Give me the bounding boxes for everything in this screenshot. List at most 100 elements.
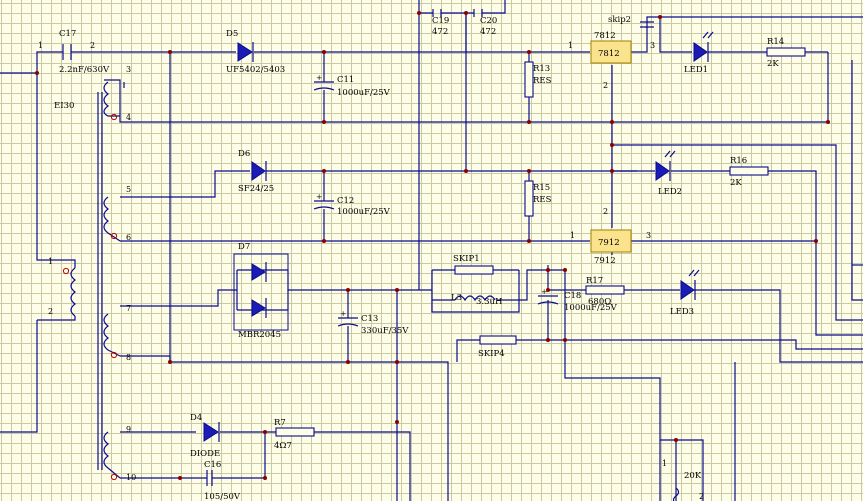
led-led2: LED2 — [655, 150, 682, 197]
pot-pin2: 2 — [699, 492, 704, 501]
r14-ref: R14 — [767, 37, 784, 47]
d5-ref: D5 — [226, 29, 238, 39]
pin-tr-8: 8 — [126, 353, 131, 362]
skip2-ref: skip2 — [608, 15, 631, 25]
d4-value: DIODE — [190, 449, 220, 459]
potentiometer-20k: 1 20K 2 — [662, 459, 704, 501]
transformer-ref: EI30 — [54, 101, 74, 111]
r13-ref: R13 — [533, 64, 550, 74]
capacitor-c16: C16 105/50V — [204, 460, 241, 501]
svg-text:+: + — [541, 287, 547, 296]
resistor-r7: R7 4Ω7 — [274, 418, 315, 451]
r17-value: 680Ω — [588, 297, 611, 307]
svg-text:+: + — [316, 73, 322, 82]
r15-ref: R15 — [533, 183, 550, 193]
regulator-7812: 7812 7812 1 2 3 — [568, 31, 655, 90]
c11-value: 1000uF/25V — [337, 88, 391, 98]
c20-value: 472 — [480, 27, 496, 37]
led-led3: LED3 — [670, 269, 700, 317]
u7912-pin3: 3 — [646, 231, 651, 240]
capacitor-c12: + C12 1000uF/25V — [313, 192, 391, 217]
c13-value: 330uF/35V — [361, 326, 409, 336]
led2-ref: LED2 — [658, 187, 682, 197]
regulator-7912: 7912 7912 1 2 3 — [570, 207, 651, 266]
pin-tr-10: 10 — [126, 473, 136, 482]
resistor-r16: R16 2K — [729, 156, 769, 188]
r14-value: 2K — [767, 59, 779, 69]
r16-value: 2K — [730, 178, 742, 188]
pin-tr-4: 4 — [126, 113, 131, 122]
u7812-pin2: 2 — [603, 81, 608, 90]
c16-ref: C16 — [204, 460, 221, 470]
junctions — [35, 11, 830, 480]
c19-ref: C19 — [432, 16, 449, 26]
diode-d5: D5 UF5402/5403 — [226, 29, 285, 75]
u7912-pin2: 2 — [603, 207, 608, 216]
r13-value: RES — [533, 76, 552, 86]
pot-pin1: 1 — [662, 459, 667, 468]
u7912-pin1: 1 — [570, 231, 575, 240]
diode-d7: D7 MBR2045 — [233, 242, 289, 340]
c19-value: 472 — [432, 27, 448, 37]
led-led1: LED1 — [684, 31, 714, 75]
resistor-r14: R14 2K — [766, 37, 806, 69]
u7812-ref: 7812 — [594, 31, 616, 41]
resistor-r17: R17 680Ω — [585, 276, 625, 307]
resistor-skip1: SKIP1 — [453, 254, 494, 275]
pin-tr-6: 6 — [126, 233, 131, 242]
resistor-r15: R15 RES — [524, 180, 552, 217]
skip1-ref: SKIP1 — [453, 254, 480, 264]
d4-ref: D4 — [190, 413, 202, 423]
pin-tr-5: 5 — [126, 185, 131, 194]
c13-ref: C13 — [361, 314, 378, 324]
c18-value: 1000uF/25V — [564, 303, 618, 313]
c18-ref: C18 — [564, 291, 581, 301]
r7-value: 4Ω7 — [274, 441, 292, 451]
pin-tr-3: 3 — [126, 65, 131, 74]
u7912-ref: 7912 — [594, 256, 616, 266]
pin-c17-1: 1 — [38, 41, 43, 50]
c17-ref: C17 — [59, 29, 76, 39]
diode-d6: D6 SF24/25 — [238, 149, 274, 194]
d7-value: MBR2045 — [238, 330, 281, 340]
pin-tr-p1: 1 — [48, 257, 53, 266]
u7812-pin1: 1 — [568, 41, 573, 50]
pin-tr-7: 7 — [126, 304, 131, 313]
pin-c17-2: 2 — [90, 41, 95, 50]
u7812-pin3: 3 — [650, 41, 655, 50]
capacitor-c13: + C13 330uF/35V — [337, 309, 409, 336]
svg-text:+: + — [340, 309, 346, 318]
l3-ref: L3 — [451, 293, 462, 303]
capacitor-c19: C19 472 — [432, 16, 449, 37]
r15-value: RES — [533, 195, 552, 205]
capacitor-c18: + C18 1000uF/25V — [537, 287, 618, 313]
c16-value: 105/50V — [204, 492, 241, 501]
inductor-l3: L3 3.3uH — [451, 293, 502, 307]
d5-value: UF5402/5403 — [226, 65, 285, 75]
u7812-body: 7812 — [598, 49, 620, 59]
diode-d4: D4 DIODE — [190, 413, 220, 459]
capacitor-skip2: skip2 — [608, 15, 654, 28]
transformer-ei30: EI30 1 2 1 2 3 4 5 6 7 8 9 10 — [37, 41, 136, 482]
skip4-ref: SKIP4 — [478, 349, 505, 359]
c12-value: 1000uF/25V — [337, 207, 391, 217]
pin-tr-9: 9 — [126, 425, 131, 434]
svg-text:+: + — [316, 192, 322, 201]
pin-tr-p2: 2 — [48, 307, 53, 316]
u7912-body: 7912 — [598, 238, 620, 248]
r17-ref: R17 — [586, 276, 603, 286]
d6-value: SF24/25 — [238, 184, 274, 194]
capacitor-c17: C17 2.2nF/630V — [59, 29, 110, 75]
capacitor-c20: C20 472 — [473, 9, 497, 37]
capacitor-c11: + C11 1000uF/25V — [313, 73, 391, 98]
resistor-r13: R13 RES — [524, 61, 552, 98]
d7-ref: D7 — [238, 242, 250, 252]
c11-ref: C11 — [337, 75, 354, 85]
r7-ref: R7 — [274, 418, 286, 428]
l3-value: 3.3uH — [476, 297, 502, 307]
resistor-skip4: SKIP4 — [478, 335, 517, 359]
pot-value: 20K — [684, 471, 702, 481]
